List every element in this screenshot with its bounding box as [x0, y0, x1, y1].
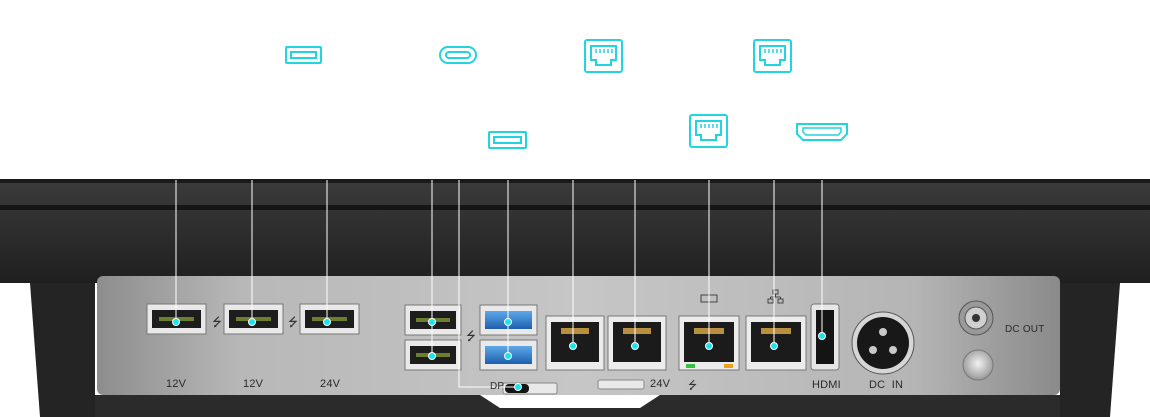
- reset-button: [962, 349, 994, 381]
- rj45-icon: [753, 39, 792, 73]
- bezel-top-edge: [0, 179, 1150, 183]
- usb-port-stack-black: [404, 304, 462, 371]
- usb-symbol-4: ⭍: [688, 379, 697, 392]
- stand-right: [1050, 283, 1120, 417]
- port-markers: [172, 318, 826, 391]
- leader-lines: [175, 180, 823, 388]
- usb-symbol-2: ⭍: [288, 315, 298, 329]
- lan-symbol: [767, 289, 784, 304]
- usb-a-icon: [488, 131, 527, 149]
- serial-slot: [597, 379, 645, 390]
- rj-port-lan: [745, 315, 807, 371]
- bezel-groove: [0, 205, 1150, 210]
- label-usb-24v: 24V: [320, 378, 341, 390]
- dc-out-connector: [958, 300, 994, 336]
- hdmi-icon: [796, 123, 848, 141]
- label-usb-12v-b: 12V: [243, 378, 264, 390]
- label-serial-24v: 24V: [650, 378, 671, 390]
- label-usb-12v-a: 12V: [166, 378, 187, 390]
- usb-a-icon: [285, 46, 322, 64]
- dc-in-connector: [851, 311, 915, 375]
- rj45-icon: [689, 114, 728, 148]
- rj-port-2: [607, 315, 667, 371]
- rj45-icon: [584, 39, 623, 73]
- usb-symbol-1: ⭍: [212, 315, 222, 329]
- label-dc-out: DC OUT: [1005, 324, 1045, 335]
- bezel: [0, 183, 1150, 283]
- label-dc-in: DC IN: [869, 379, 904, 391]
- label-dp: DP: [490, 381, 505, 392]
- usb-symbol-3: ⭍: [466, 329, 476, 343]
- stand-bottom: [95, 395, 1060, 417]
- label-hdmi: HDMI: [812, 379, 841, 391]
- usb-c-icon: [439, 46, 477, 64]
- stand-left: [30, 283, 100, 417]
